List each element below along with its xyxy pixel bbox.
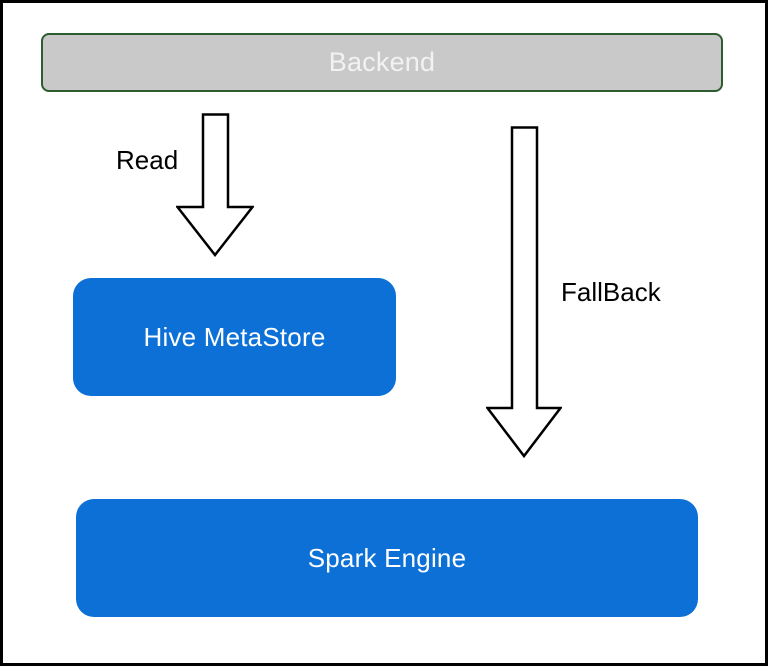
spark-engine-node-label: Spark Engine	[307, 543, 467, 573]
backend-node: Backend	[41, 33, 723, 92]
hive-metastore-node: Hive MetaStore	[73, 278, 396, 396]
read-down-arrow-shape	[176, 113, 254, 257]
fallback-down-arrow-icon	[486, 126, 562, 459]
read-down-arrow-icon	[176, 113, 254, 257]
spark-engine-node: Spark Engine	[76, 499, 698, 617]
fallback-edge-label: FallBack	[561, 277, 661, 307]
hive-metastore-node-label: Hive MetaStore	[143, 322, 326, 352]
read-edge-label: Read	[116, 145, 179, 175]
fallback-down-arrow-shape	[486, 126, 562, 459]
backend-node-label: Backend	[328, 47, 436, 77]
